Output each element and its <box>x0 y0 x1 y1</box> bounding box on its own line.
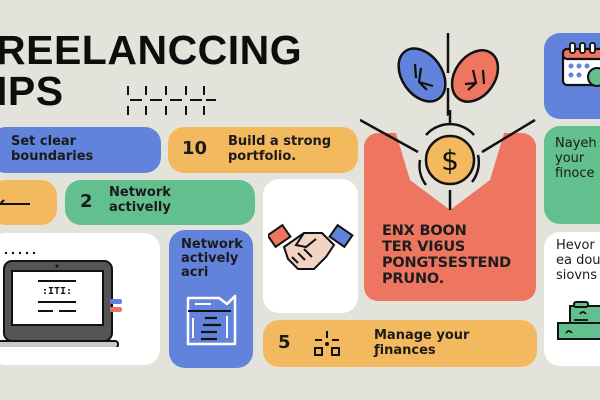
white-right-line: siovns <box>556 268 598 283</box>
tip-label-line: portfolio. <box>228 149 297 164</box>
calendar-money-icon <box>561 42 600 87</box>
red-card-line: PRUNO. <box>382 271 445 287</box>
red-card-line: TER VI6US <box>382 239 466 255</box>
laptop-icon: :ITI: <box>0 251 122 347</box>
leaves-icon <box>397 33 500 120</box>
title-line-2: IPS <box>0 68 64 114</box>
tip-build-portfolio[interactable]: 10 Build a strong portfolio. <box>168 127 358 173</box>
svg-text:$: $ <box>441 144 459 177</box>
title-line-1: REELANCCING <box>0 27 303 73</box>
briefcase-icon <box>557 301 600 340</box>
tip-network-actively[interactable]: 2 Network activelly <box>65 180 255 225</box>
red-card-line: PONGTSESTEND <box>382 255 511 271</box>
green-right-line: your <box>555 151 585 166</box>
network-card-line: Network <box>181 237 243 252</box>
green-right-line: Nayeh <box>555 136 597 151</box>
network-nodes-icon <box>314 331 340 356</box>
handshake-icon <box>268 223 354 270</box>
svg-text::ITI:: :ITI: <box>42 286 72 297</box>
arrow-left-icon <box>0 199 30 205</box>
tip-label-line: Manage your <box>374 328 470 343</box>
dashed-ticks-icon <box>127 86 216 115</box>
tip-label-line: Network <box>109 185 171 200</box>
green-right-line: finoce <box>555 166 595 181</box>
tip-manage-finances[interactable]: 5 Manage your ƒinances <box>263 320 537 367</box>
tip-number: 10 <box>182 138 208 159</box>
tip-green-right[interactable]: Nayeh your finoce <box>544 126 600 224</box>
tip-label-line: ƒinances <box>374 343 436 358</box>
arrow-card[interactable] <box>0 180 57 225</box>
network-card-line: acri <box>181 265 209 280</box>
tip-label-line: activelly <box>109 200 171 215</box>
laptop-card[interactable]: :ITI: <box>0 233 160 365</box>
white-right-line: ea dou <box>556 253 600 268</box>
tip-number: 5 <box>278 332 291 353</box>
red-card-line: ENX BOON <box>382 223 467 239</box>
document-icon <box>186 294 237 346</box>
network-card-line: actively <box>181 251 239 266</box>
tip-label-line: Set clear <box>11 134 77 149</box>
tip-white-right[interactable]: Hevor ea dou siovns <box>544 232 600 366</box>
tip-network-card[interactable]: Network actively acri <box>169 230 253 368</box>
tip-label-line: Build a strong <box>228 134 332 149</box>
tip-label-line: boundaries <box>11 149 94 164</box>
calendar-card[interactable] <box>544 33 600 119</box>
dollar-coin-icon: $ <box>360 110 536 210</box>
tip-set-boundaries[interactable]: Set clear boundaries <box>0 127 161 173</box>
handshake-card[interactable] <box>263 179 358 313</box>
white-right-line: Hevor <box>556 238 595 253</box>
tip-number: 2 <box>80 191 93 212</box>
page-title: REELANCCING IPS <box>0 30 302 112</box>
